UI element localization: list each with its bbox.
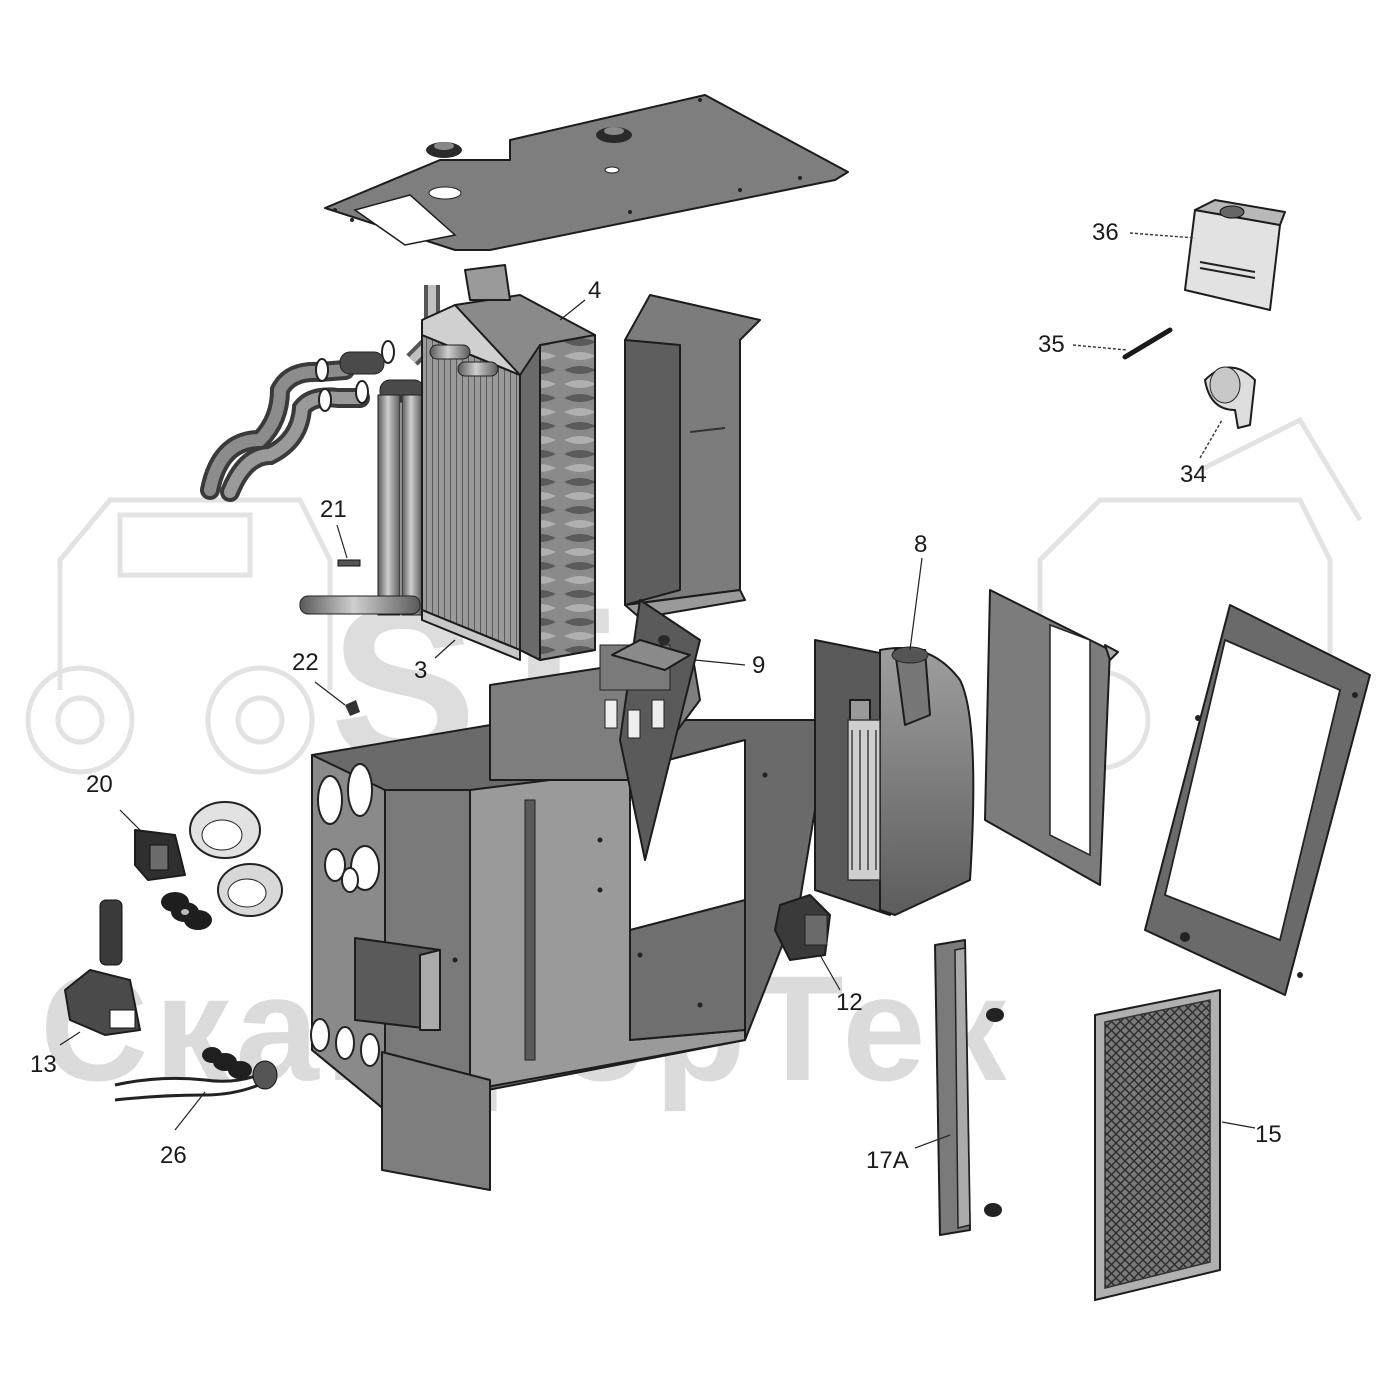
- heater-core: [299, 285, 531, 661]
- hose-clamp: [315, 340, 395, 412]
- part-22-clip: [345, 700, 360, 716]
- callout-17a: 17A: [866, 1147, 909, 1174]
- part-13-motor: [64, 899, 141, 1036]
- guide-rail: [934, 939, 1004, 1236]
- control-panel-vents: [1199, 261, 1256, 279]
- side-panel: [984, 589, 1119, 886]
- callout-36: 36: [1092, 219, 1119, 246]
- part-36-control-panel: [1184, 199, 1286, 311]
- callout-12: 12: [836, 989, 863, 1016]
- part-35-rod: [1122, 327, 1173, 360]
- knob-washers: [161, 892, 212, 930]
- callout-9: 9: [752, 652, 765, 679]
- housing-round-cutouts: [310, 763, 380, 1067]
- watermark-tractor-left: [25, 497, 333, 775]
- hose-assembly: [200, 340, 425, 502]
- part-9-actuator: [611, 635, 691, 671]
- blower-fan: [814, 639, 975, 916]
- callout-8: 8: [914, 531, 927, 558]
- leader-lines: [59, 232, 1256, 1149]
- evaporator-coil: [454, 264, 596, 661]
- part-34-knob: [1204, 366, 1256, 429]
- callout-22: 22: [292, 649, 319, 676]
- part-26-wiring-harness: [114, 1047, 278, 1102]
- grommet-left: [426, 142, 462, 158]
- part-20-switch: [134, 829, 186, 881]
- callout-15: 15: [1255, 1121, 1282, 1148]
- callout-34: 34: [1180, 461, 1207, 488]
- callout-20: 20: [86, 771, 113, 798]
- callout-26: 26: [160, 1142, 187, 1169]
- top-cover-plate: [324, 94, 849, 251]
- callout-21: 21: [320, 496, 347, 523]
- air-duct-panel: [624, 294, 761, 619]
- callout-3: 3: [414, 657, 427, 684]
- part-12-actuator: [774, 894, 831, 961]
- callout-4: 4: [588, 277, 601, 304]
- part-21-pin: [337, 559, 361, 567]
- callout-13: 13: [30, 1051, 57, 1078]
- grommet-right: [596, 127, 632, 143]
- callout-35: 35: [1038, 331, 1065, 358]
- callout-labels: 3 4 8 9 12 13 15 17A 20 21 22 26 34 35 3…: [30, 219, 1282, 1174]
- vent-rings: [161, 801, 283, 930]
- filter-frame: [1144, 604, 1371, 996]
- filter-mesh: [1094, 989, 1221, 1301]
- blower-wheel: [847, 719, 881, 881]
- housing-body: [310, 599, 831, 1191]
